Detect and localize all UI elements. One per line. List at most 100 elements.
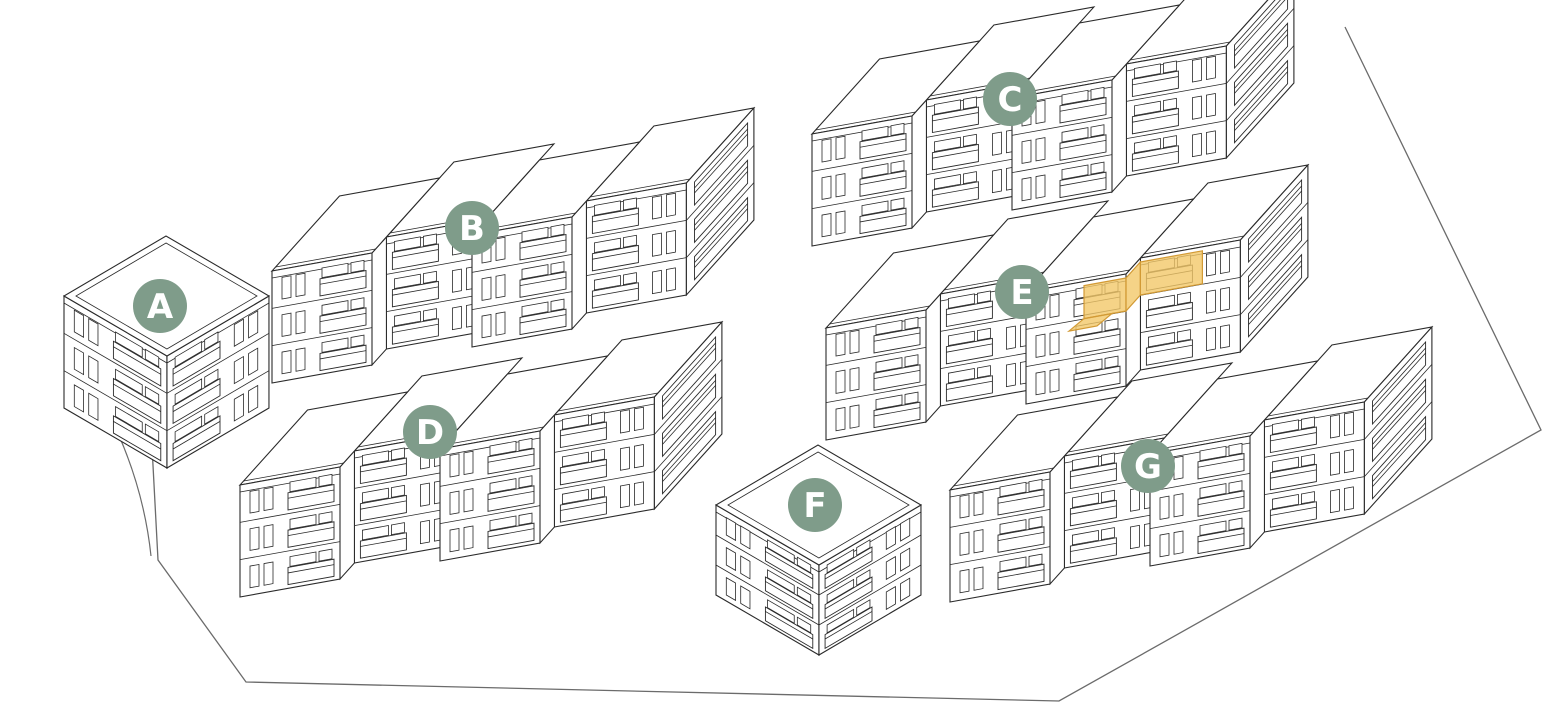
window <box>1062 90 1088 104</box>
floor-line <box>354 508 454 526</box>
floor-line <box>819 535 921 595</box>
balcony-railing <box>946 376 992 401</box>
building-badge-b[interactable]: B <box>445 201 499 255</box>
balcony-rail-line <box>663 343 716 402</box>
balcony-rail-line <box>320 313 366 321</box>
building-g[interactable] <box>950 327 1432 602</box>
window <box>296 348 305 371</box>
window <box>562 490 588 504</box>
balcony-railing <box>825 577 872 618</box>
window <box>175 379 202 404</box>
balcony-railing <box>874 328 920 353</box>
balcony-railing <box>765 607 812 648</box>
window <box>905 317 918 329</box>
site-boundary-line <box>145 26 1542 702</box>
window <box>394 312 420 326</box>
window <box>450 528 459 551</box>
facade-wall <box>586 183 686 313</box>
window <box>74 348 83 375</box>
building-badge-g[interactable]: G <box>1121 439 1175 493</box>
badge-circle <box>788 478 842 532</box>
window <box>145 424 158 442</box>
window <box>249 311 258 338</box>
window <box>1192 96 1201 119</box>
balcony-rail-line <box>932 187 978 195</box>
balcony-rail-line <box>1198 459 1244 467</box>
balcony-rail-line <box>1198 496 1244 504</box>
window <box>264 487 273 510</box>
balcony-rail-line <box>1373 428 1426 487</box>
floor-line <box>167 371 269 431</box>
window <box>992 169 1001 192</box>
window <box>319 549 332 561</box>
window <box>620 484 629 507</box>
window <box>1000 482 1026 496</box>
roof-parapet-line <box>590 179 690 197</box>
floor-line <box>1126 121 1226 139</box>
balcony-rail-line <box>1070 543 1116 551</box>
balcony-rail-line <box>765 581 812 609</box>
badge-label: D <box>416 413 444 453</box>
balcony-rail-line <box>998 532 1044 540</box>
window <box>857 600 870 616</box>
balcony-rail-line <box>560 502 606 510</box>
balcony-railing <box>173 379 220 424</box>
window <box>591 487 604 499</box>
balcony-railing <box>765 547 812 588</box>
building-badge-f[interactable]: F <box>788 478 842 532</box>
balcony-rail-line <box>1270 470 1316 478</box>
balcony-rail-line <box>1270 433 1316 441</box>
window <box>850 405 859 428</box>
highlighted-unit[interactable] <box>1069 314 1112 332</box>
window <box>1006 326 1015 349</box>
roof-parapet-line <box>1068 434 1168 452</box>
window <box>1301 454 1314 466</box>
window <box>1036 371 1045 394</box>
balcony-railing <box>998 490 1044 515</box>
window <box>1192 59 1201 82</box>
window <box>490 441 516 455</box>
window <box>1177 330 1190 342</box>
building-badge-c[interactable]: C <box>983 72 1037 126</box>
floor-line <box>272 328 372 346</box>
balcony-railing <box>592 283 638 308</box>
window <box>1160 496 1169 519</box>
building-e[interactable] <box>826 165 1308 440</box>
window <box>591 449 604 461</box>
balcony-rail-line <box>560 465 606 473</box>
window <box>623 198 636 210</box>
building-badge-e[interactable]: E <box>995 265 1049 319</box>
badge-label: E <box>1010 273 1033 313</box>
highlighted-unit[interactable] <box>1084 278 1126 319</box>
end-wall <box>1240 165 1308 352</box>
building-badge-a[interactable]: A <box>133 279 187 333</box>
window <box>351 260 364 272</box>
balcony-railing <box>592 208 638 233</box>
window <box>250 527 259 550</box>
window <box>901 548 910 571</box>
balcony-rail-line <box>932 113 978 121</box>
building-a[interactable] <box>64 236 269 468</box>
window <box>1091 162 1104 174</box>
window <box>290 477 316 491</box>
balcony-railing <box>1146 340 1192 365</box>
window <box>175 342 202 367</box>
balcony-railing <box>288 559 334 584</box>
floor-line <box>1240 240 1308 315</box>
balcony-rail-line <box>1249 186 1302 245</box>
jog-wall <box>540 415 554 543</box>
window <box>620 447 629 470</box>
balcony-railing <box>113 379 160 424</box>
floor-line <box>686 183 754 258</box>
window <box>1148 295 1174 309</box>
building-f[interactable] <box>716 445 921 655</box>
balcony-rail-line <box>488 491 534 499</box>
building-badge-d[interactable]: D <box>403 405 457 459</box>
floor-line <box>950 547 1050 565</box>
window <box>891 198 904 210</box>
highlighted-unit[interactable] <box>1140 251 1202 295</box>
building-d[interactable] <box>240 322 722 597</box>
window <box>1163 98 1176 110</box>
balcony-railing <box>1132 146 1178 171</box>
window <box>857 540 870 556</box>
